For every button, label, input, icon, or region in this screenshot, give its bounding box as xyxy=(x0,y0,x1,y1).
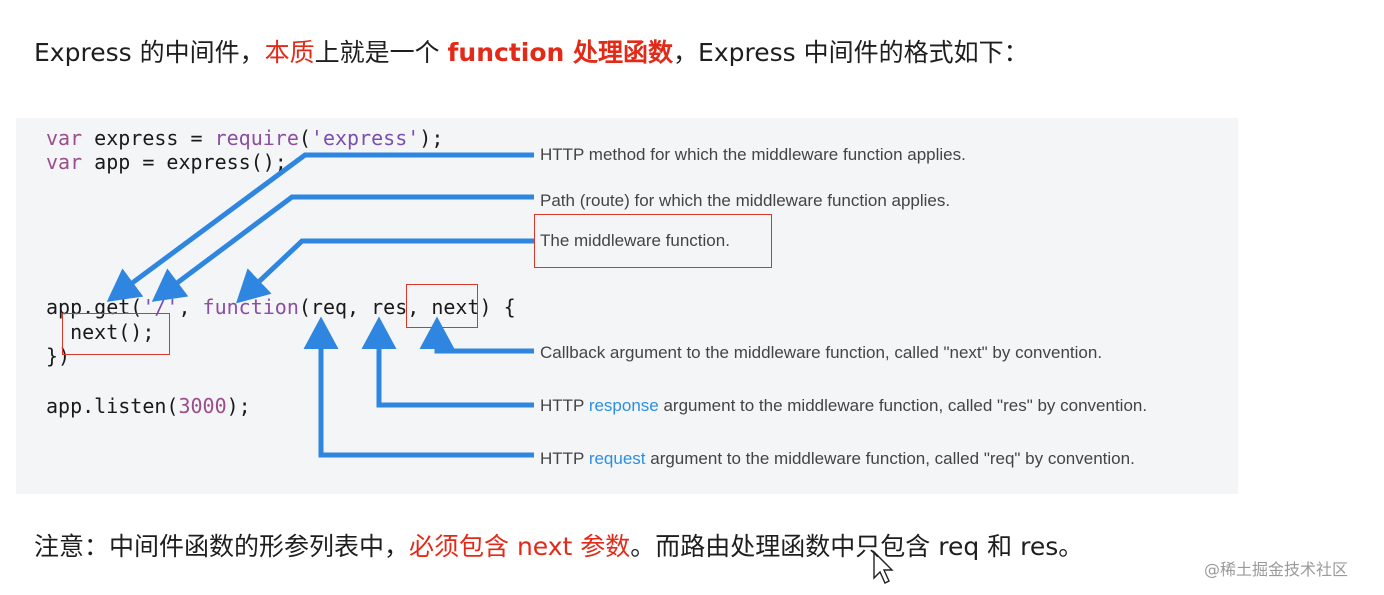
annotation-text: argument to the middleware function, cal… xyxy=(658,396,1148,415)
footer-text-1: 注意：中间件函数的形参列表中， xyxy=(34,532,410,561)
footer-highlight-next: 必须包含 next 参数 xyxy=(409,532,631,561)
arrow-req-icon xyxy=(303,316,534,458)
code-text: express = xyxy=(82,126,215,150)
code-line-next-call: next(); xyxy=(46,320,155,344)
code-line-app: var app = express(); xyxy=(46,150,287,174)
heading-text-3: ，Express 中间件的格式如下： xyxy=(673,38,1029,67)
annotation-middleware-function: The middleware function. xyxy=(540,231,730,250)
code-line-get: app.get('/', function(req, res, next) { xyxy=(46,295,516,319)
heading-highlight-essence: 本质 xyxy=(264,38,315,67)
arrow-next-icon xyxy=(419,316,534,354)
annotation-text: argument to the middleware function, cal… xyxy=(645,449,1135,468)
middleware-label-highlight-box xyxy=(534,214,772,268)
code-text: ); xyxy=(419,126,444,150)
annotation-request-keyword: request xyxy=(588,449,646,468)
keyword-var: var xyxy=(46,150,83,174)
heading-text-1: Express 的中间件， xyxy=(34,38,265,67)
annotation-path: Path (route) for which the middleware fu… xyxy=(540,191,951,210)
arrow-path-icon xyxy=(151,194,534,302)
code-text: ); xyxy=(226,394,251,418)
watermark-label: @稀土掘金技术社区 xyxy=(1204,560,1349,579)
annotation-response-keyword: response xyxy=(588,396,659,415)
diagram-panel xyxy=(16,118,1238,494)
code-line-listen: app.listen(3000); xyxy=(46,394,251,418)
footer-note: 注意：中间件函数的形参列表中，必须包含 next 参数。而路由处理函数中只包含 … xyxy=(34,528,1083,566)
code-number: 3000 xyxy=(178,394,227,418)
code-text: app.listen( xyxy=(46,394,179,418)
code-string: 'express' xyxy=(310,126,420,150)
footer-text-2: 。而路由处理函数中只包含 req 和 res。 xyxy=(630,532,1084,561)
code-line-close: }) xyxy=(46,344,71,368)
code-text: (req, res, next) { xyxy=(298,295,516,319)
annotation-request: HTTP request argument to the middleware … xyxy=(540,449,1135,469)
code-require: require xyxy=(214,126,299,150)
code-text: app = express(); xyxy=(82,150,287,174)
annotation-http-method: HTTP method for which the middleware fun… xyxy=(540,145,966,164)
annotation-text: HTTP xyxy=(540,449,589,468)
annotation-text: HTTP xyxy=(540,396,589,415)
heading-text-2: 上就是一个 xyxy=(314,38,448,67)
arrow-res-icon xyxy=(361,316,534,408)
mouse-cursor-icon xyxy=(873,550,894,584)
next-call-highlight-box xyxy=(62,313,170,355)
heading-highlight-function: function 处理函数 xyxy=(447,38,674,67)
arrow-method-icon xyxy=(106,152,534,302)
page-heading: Express 的中间件，本质上就是一个 function 处理函数，Expre… xyxy=(34,34,1029,72)
code-text: ( xyxy=(298,126,311,150)
annotation-response: HTTP response argument to the middleware… xyxy=(540,396,1147,416)
annotation-next: Callback argument to the middleware func… xyxy=(540,343,1103,362)
code-line-require: var express = require('express'); xyxy=(46,126,443,150)
keyword-var: var xyxy=(46,126,83,150)
arrow-middleware-icon xyxy=(236,238,534,304)
